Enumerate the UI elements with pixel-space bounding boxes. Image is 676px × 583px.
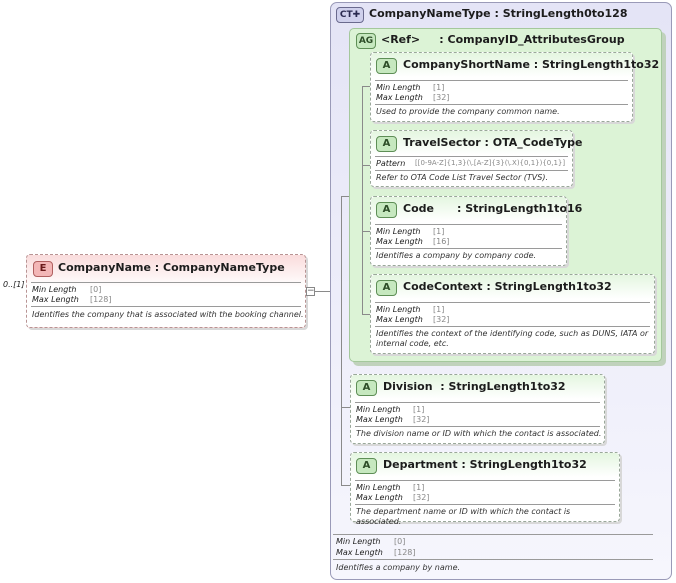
prop-value: [32]: [413, 415, 430, 424]
group-connector-stub-4: [362, 314, 370, 315]
attribute-badge: A: [376, 202, 397, 218]
element-company-name[interactable]: E CompanyName : CompanyNameType Min Leng…: [26, 254, 306, 328]
complex-type-title: CompanyNameType : StringLength0to128: [369, 7, 628, 20]
prop-label: Min Length: [376, 305, 421, 314]
type-connector-stub-department: [341, 485, 350, 486]
prop-value: [128]: [394, 548, 416, 557]
attribute-doc: The division name or ID with which the c…: [356, 429, 602, 438]
prop-label: Pattern: [376, 159, 406, 168]
group-connector-line: [362, 86, 363, 315]
prop-value: [0]: [90, 285, 102, 294]
prop-label: Max Length: [376, 93, 423, 102]
attribute-title: TravelSector : OTA_CodeType: [403, 136, 583, 149]
element-badge: E: [33, 261, 53, 277]
type-connector-stub-division: [341, 407, 350, 408]
prop-label: Min Length: [356, 405, 401, 414]
type-connector-stub-group: [341, 196, 349, 197]
group-connector-stub-1: [362, 86, 370, 87]
attribute-badge: A: [376, 136, 397, 152]
attribute-department[interactable]: A Department : StringLength1to32 Min Len…: [350, 452, 620, 526]
attribute-doc: Refer to OTA Code List Travel Sector (TV…: [376, 173, 549, 182]
attribute-group-title: <Ref> : CompanyID_AttributesGroup: [381, 33, 625, 46]
prop-label: Min Length: [356, 483, 401, 492]
prop-value: [0]: [394, 537, 406, 546]
attribute-doc: Identifies a company by company code.: [376, 251, 537, 260]
prop-label: Max Length: [376, 315, 423, 324]
group-connector-stub-2: [362, 165, 370, 166]
prop-label: Min Length: [376, 227, 421, 236]
collapse-toggle[interactable]: −: [306, 286, 315, 296]
prop-value: [1]: [413, 483, 425, 492]
prop-value: [1]: [433, 305, 445, 314]
complex-type-badge: CT✚: [336, 7, 364, 23]
prop-value: [16]: [433, 237, 450, 246]
prop-label: Min Length: [32, 285, 77, 294]
prop-label: Max Length: [356, 415, 403, 424]
attribute-travel-sector[interactable]: A TravelSector : OTA_CodeType Pattern [[…: [370, 130, 582, 187]
prop-value: [1]: [433, 227, 445, 236]
element-title: CompanyName : CompanyNameType: [58, 261, 285, 274]
attribute-title: Division : StringLength1to32: [383, 380, 566, 393]
prop-value: [32]: [433, 93, 450, 102]
complex-type-doc: Identifies a company by name.: [336, 563, 461, 572]
attribute-code-context[interactable]: A CodeContext : StringLength1to32 Min Le…: [370, 274, 655, 354]
prop-label: Max Length: [376, 237, 423, 246]
prop-value: [32]: [433, 315, 450, 324]
prop-value: [[0-9A-Z]{1,3}(\.[A-Z]{3}(\.X){0,1}){0,1…: [415, 159, 566, 167]
attribute-title: Code : StringLength1to16: [403, 202, 583, 215]
attribute-badge: A: [376, 280, 397, 296]
prop-value: [32]: [413, 493, 430, 502]
attribute-doc: Used to provide the company common name.: [376, 107, 560, 116]
prop-label: Max Length: [336, 548, 383, 557]
attribute-doc: The department name or ID with which the…: [356, 507, 571, 526]
prop-label: Min Length: [336, 537, 381, 546]
prop-value: [1]: [413, 405, 425, 414]
type-connector-line: [341, 196, 342, 486]
prop-label: Min Length: [376, 83, 421, 92]
attribute-badge: A: [356, 458, 377, 474]
attribute-title: CompanyShortName : StringLength1to32: [403, 58, 660, 71]
prop-label: Max Length: [32, 295, 79, 304]
element-doc: Identifies the company that is associate…: [32, 310, 304, 319]
attribute-division[interactable]: A Division : StringLength1to32 Min Lengt…: [350, 374, 605, 444]
attribute-badge: A: [356, 380, 377, 396]
prop-value: [128]: [90, 295, 112, 304]
attribute-group-badge: AG: [356, 33, 376, 49]
prop-label: Max Length: [356, 493, 403, 502]
attribute-title: CodeContext : StringLength1to32: [403, 280, 612, 293]
attribute-company-short-name[interactable]: A CompanyShortName : StringLength1to32 M…: [370, 52, 659, 122]
element-connector-line: [315, 291, 330, 292]
group-connector-stub-3: [362, 231, 370, 232]
attribute-code[interactable]: A Code : StringLength1to16 Min Length [1…: [370, 196, 582, 266]
attribute-badge: A: [376, 58, 397, 74]
attribute-title: Department : StringLength1to32: [383, 458, 587, 471]
element-multiplicity: 0..[1]: [3, 280, 25, 289]
attribute-doc: Identifies the context of the identifyin…: [376, 329, 649, 348]
prop-value: [1]: [433, 83, 445, 92]
